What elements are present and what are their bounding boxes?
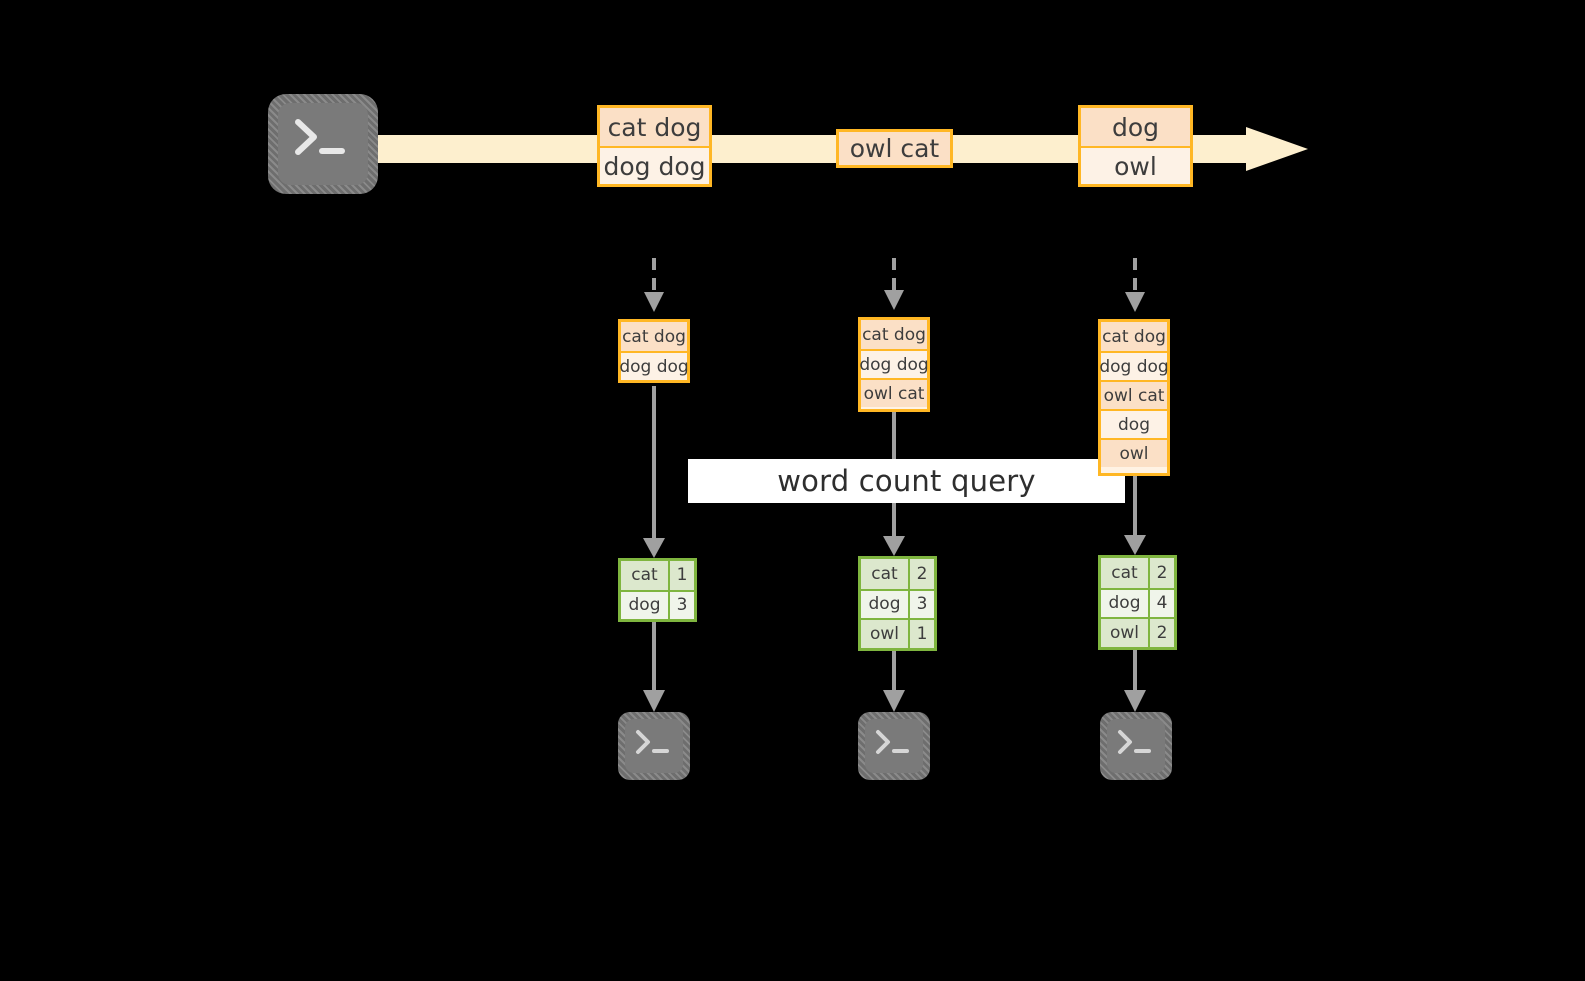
record-line: owl cat xyxy=(839,132,950,165)
count-cell: 1 xyxy=(668,561,694,590)
table-row: dog 4 xyxy=(1101,587,1174,618)
count-cell: 3 xyxy=(908,590,934,619)
word-cell: owl xyxy=(1101,619,1148,647)
word-cell: cat xyxy=(621,561,668,590)
stream-record-2: owl cat xyxy=(836,129,953,168)
sink-terminal-icon-3 xyxy=(1100,712,1172,780)
record-line: dog dog xyxy=(619,351,689,380)
prompt-glyph-icon xyxy=(295,119,345,155)
count-cell: 2 xyxy=(1148,619,1174,647)
count-cell: 3 xyxy=(668,591,694,619)
count-cell: 1 xyxy=(908,620,934,648)
word-cell: dog xyxy=(1101,589,1148,618)
count-cell: 2 xyxy=(1148,558,1174,588)
count-cell: 2 xyxy=(908,559,934,589)
record-line: dog dog xyxy=(1099,351,1169,380)
prompt-glyph-icon xyxy=(876,730,909,754)
accumulated-records-1: cat dog dog dog xyxy=(618,319,690,383)
table-row: owl 1 xyxy=(861,618,934,648)
record-line: dog dog xyxy=(859,349,929,378)
word-count-result-1: cat 1 dog 3 xyxy=(618,558,697,622)
table-row: cat 2 xyxy=(1101,558,1174,588)
word-count-result-2: cat 2 dog 3 owl 1 xyxy=(858,556,937,651)
record-line: owl xyxy=(1081,146,1190,184)
table-row: cat 1 xyxy=(621,561,694,590)
table-row: dog 3 xyxy=(621,589,694,619)
table-row: owl 2 xyxy=(1101,617,1174,647)
word-count-result-3: cat 2 dog 4 owl 2 xyxy=(1098,555,1177,650)
word-cell: cat xyxy=(1101,558,1148,588)
stream-record-1: cat dog dog dog xyxy=(597,105,712,187)
sink-terminal-icon-1 xyxy=(618,712,690,780)
record-line: owl cat xyxy=(861,378,927,407)
word-cell: cat xyxy=(861,559,908,589)
accumulated-records-2: cat dog dog dog owl cat xyxy=(858,317,930,412)
record-line: owl xyxy=(1101,438,1167,467)
record-line: owl cat xyxy=(1101,380,1167,409)
accumulated-records-3: cat dog dog dog owl cat dog owl xyxy=(1098,319,1170,476)
stream-record-3: dog owl xyxy=(1078,105,1193,187)
record-line: cat dog xyxy=(1101,322,1167,351)
record-line: dog xyxy=(1081,108,1190,146)
record-line: cat dog xyxy=(621,322,687,351)
table-row: cat 2 xyxy=(861,559,934,589)
word-cell: dog xyxy=(621,591,668,619)
sink-terminal-icon-2 xyxy=(858,712,930,780)
table-row: dog 3 xyxy=(861,588,934,619)
record-line: cat dog xyxy=(861,320,927,349)
record-line: cat dog xyxy=(600,108,709,146)
source-terminal-icon xyxy=(268,94,378,194)
prompt-glyph-icon xyxy=(1118,730,1151,754)
word-cell: owl xyxy=(861,620,908,648)
word-cell: dog xyxy=(861,590,908,619)
count-cell: 4 xyxy=(1148,589,1174,618)
record-line: dog dog xyxy=(600,146,709,184)
record-line: dog xyxy=(1101,409,1167,438)
prompt-glyph-icon xyxy=(636,730,669,754)
query-banner: word count query xyxy=(688,459,1125,503)
